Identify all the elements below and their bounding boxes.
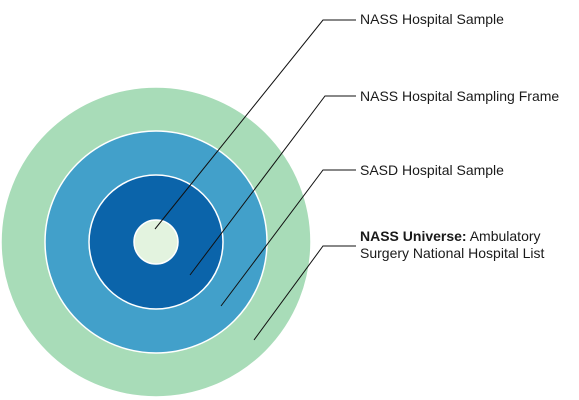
leader-line-nass-universe <box>253 245 356 341</box>
nass-universe-label: NASS Universe: Ambulatory Surgery Nation… <box>360 228 544 262</box>
nass-hospital-sample-circle <box>133 219 179 265</box>
nass-universe-desc-line2: Surgery National Hospital List <box>360 245 545 261</box>
sasd-hospital-sample-label: SASD Hospital Sample <box>360 162 504 178</box>
leader-line-nass-sampling-frame <box>189 95 356 276</box>
nass-hospital-sample-label: NASS Hospital Sample <box>360 11 504 27</box>
leader-line-nass-hospital-sample <box>154 19 356 230</box>
nass-universe-title: NASS Universe: <box>360 228 467 244</box>
leader-line-sasd-hospital-sample <box>220 169 356 307</box>
nass-sampling-frame-label: NASS Hospital Sampling Frame <box>360 88 560 104</box>
nass-universe-desc-line1: Ambulatory <box>466 228 541 244</box>
